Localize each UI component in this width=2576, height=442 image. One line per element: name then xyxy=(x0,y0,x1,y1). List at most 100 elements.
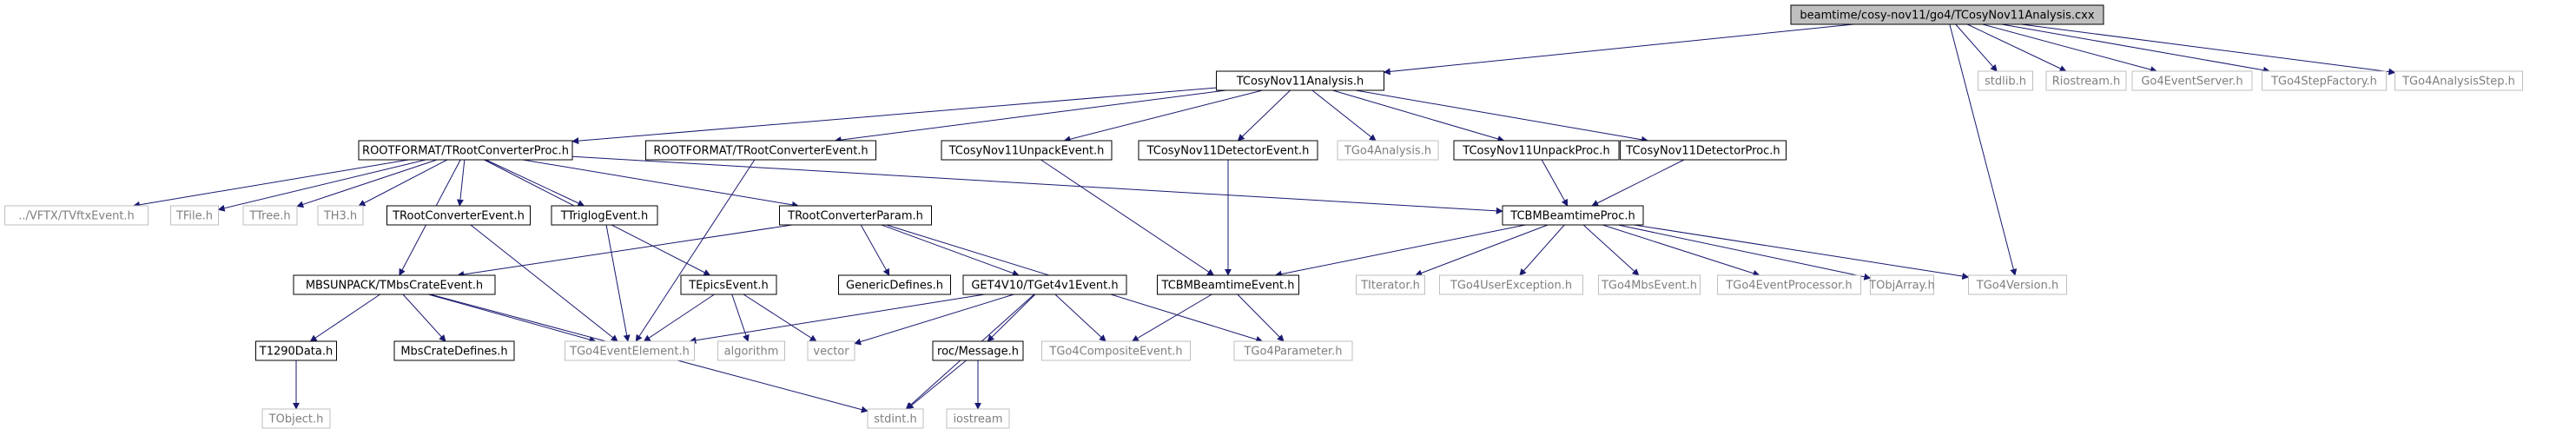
node-box xyxy=(1233,340,1353,361)
node-iostream: iostream xyxy=(946,408,1010,429)
node-detevent[interactable]: TCosyNov11DetectorEvent.h xyxy=(1138,140,1318,161)
node-label: vector xyxy=(813,346,849,359)
edge-ana_h-to-unpackproc xyxy=(1332,89,1505,142)
edge-unpackproc-to-bmproc xyxy=(1541,159,1569,207)
node-label: TObjArray.h xyxy=(1868,280,1935,293)
node-anastep: TGo4AnalysisStep.h xyxy=(2394,70,2523,91)
node-bmevent[interactable]: TCBMBeamtimeEvent.h xyxy=(1157,274,1299,295)
edge-root-to-stepfactory xyxy=(2001,23,2270,74)
edge-epics-to-evelement xyxy=(643,294,715,342)
edge-triglog-to-evelement xyxy=(605,224,631,342)
node-box xyxy=(1717,274,1861,295)
node-algorithm: algorithm xyxy=(717,340,785,361)
node-evelement: TGo4EventElement.h xyxy=(565,340,695,361)
node-box xyxy=(358,140,573,161)
node-label: ../VFTX/TVftxEvent.h xyxy=(18,210,135,223)
node-box xyxy=(680,274,777,295)
node-parameter: TGo4Parameter.h xyxy=(1233,340,1353,361)
edge-convparam-to-get4 xyxy=(881,224,1020,277)
edge-convproc-to-ttree xyxy=(296,159,438,208)
edge-root-to-go4version xyxy=(1949,23,2018,276)
node-label: TCBMBeamtimeProc.h xyxy=(1509,210,1635,223)
node-unpackevent[interactable]: TCosyNov11UnpackEvent.h xyxy=(941,140,1113,161)
edge-ana_h-to-convevent xyxy=(834,89,1226,144)
node-box xyxy=(551,205,658,226)
node-stdint: stdint.h xyxy=(867,408,924,429)
node-go4analysis: TGo4Analysis.h xyxy=(1337,140,1439,161)
node-box xyxy=(838,274,951,295)
node-label: MBSUNPACK/TMbsCrateEvent.h xyxy=(306,280,483,293)
node-label: roc/Message.h xyxy=(937,346,1019,359)
node-convevent[interactable]: ROOTFORMAT/TRootConverterEvent.h xyxy=(645,140,876,161)
edge-convproc-to-convevent2 xyxy=(456,159,466,207)
node-label: iostream xyxy=(953,413,1002,426)
node-label: TGo4Parameter.h xyxy=(1243,346,1342,359)
node-box xyxy=(170,205,219,226)
node-label: TRootConverterEvent.h xyxy=(392,210,525,223)
node-box xyxy=(2262,70,2387,91)
node-box xyxy=(717,340,785,361)
node-triglog[interactable]: TTriglogEvent.h xyxy=(551,205,658,226)
node-box xyxy=(1041,340,1191,361)
node-box xyxy=(317,205,364,226)
node-label: TIterator.h xyxy=(1360,280,1420,293)
node-tobjarray: TObjArray.h xyxy=(1868,274,1935,295)
node-evproc: TGo4EventProcessor.h xyxy=(1717,274,1861,295)
node-go4version: TGo4Version.h xyxy=(1968,274,2067,295)
edge-bmproc-to-bmevent xyxy=(1274,224,1526,278)
edge-get4-to-message xyxy=(987,294,1036,342)
node-unpackproc[interactable]: TCosyNov11UnpackProc.h xyxy=(1453,140,1620,161)
node-box xyxy=(1216,70,1384,91)
node-label: TGo4MbsEvent.h xyxy=(1601,280,1697,293)
node-vftx: ../VFTX/TVftxEvent.h xyxy=(4,205,149,226)
node-label: GET4V10/TGet4v1Event.h xyxy=(971,280,1118,293)
edge-root-to-anastep xyxy=(2021,23,2396,76)
node-ana_h[interactable]: TCosyNov11Analysis.h xyxy=(1216,70,1384,91)
node-box xyxy=(1439,274,1583,295)
node-convevent2[interactable]: TRootConverterEvent.h xyxy=(386,205,531,226)
node-generic[interactable]: GenericDefines.h xyxy=(838,274,951,295)
node-label: TGo4CompositeEvent.h xyxy=(1048,346,1182,359)
node-get4[interactable]: GET4V10/TGet4v1Event.h xyxy=(962,274,1127,295)
node-convproc[interactable]: ROOTFORMAT/TRootConverterProc.h xyxy=(358,140,573,161)
node-label: TRootConverterParam.h xyxy=(787,210,923,223)
node-mbsevent: TGo4MbsEvent.h xyxy=(1598,274,1701,295)
node-mbscrate[interactable]: MBSUNPACK/TMbsCrateEvent.h xyxy=(293,274,496,295)
edge-ana_h-to-detproc xyxy=(1355,89,1648,143)
edge-convproc-to-triglog xyxy=(485,159,585,207)
edge-ana_h-to-go4analysis xyxy=(1311,89,1377,142)
edge-bmproc-to-tobjarray xyxy=(1618,224,1872,280)
edge-mbscrate-to-mbsdefines xyxy=(402,294,446,342)
node-label: TGo4UserException.h xyxy=(1450,280,1572,293)
node-t1290[interactable]: T1290Data.h xyxy=(255,340,337,361)
node-message[interactable]: roc/Message.h xyxy=(932,340,1024,361)
node-root[interactable]: beamtime/cosy-nov11/go4/TCosyNov11Analys… xyxy=(1790,4,2104,25)
node-box xyxy=(941,140,1113,161)
node-box xyxy=(645,140,876,161)
node-label: TObject.h xyxy=(268,413,324,426)
edge-convproc-to-tfile xyxy=(217,159,426,212)
node-label: algorithm xyxy=(724,346,779,359)
edge-convparam-to-mbscrate xyxy=(457,224,793,278)
node-mbsdefines[interactable]: MbsCrateDefines.h xyxy=(393,340,515,361)
node-convparam[interactable]: TRootConverterParam.h xyxy=(779,205,932,226)
node-label: TEpicsEvent.h xyxy=(688,280,769,293)
node-box xyxy=(1978,70,2033,91)
node-th3: TH3.h xyxy=(317,205,364,226)
node-label: TCosyNov11UnpackEvent.h xyxy=(948,145,1105,158)
node-riostream: Riostream.h xyxy=(2045,70,2127,91)
node-label: TGo4StepFactory.h xyxy=(2270,76,2377,89)
node-box xyxy=(4,205,149,226)
node-detproc[interactable]: TCosyNov11DetectorProc.h xyxy=(1620,140,1787,161)
edge-mbscrate-to-t1290 xyxy=(309,294,380,342)
node-label: TCBMBeamtimeEvent.h xyxy=(1161,280,1295,293)
edge-bmproc-to-evproc xyxy=(1602,224,1760,277)
edge-bmproc-to-titerator xyxy=(1415,224,1549,277)
node-label: ROOTFORMAT/TRootConverterEvent.h xyxy=(653,145,868,158)
node-epics[interactable]: TEpicsEvent.h xyxy=(680,274,777,295)
node-stdlib: stdlib.h xyxy=(1978,70,2033,91)
node-box xyxy=(242,205,298,226)
node-box xyxy=(255,340,337,361)
node-bmproc[interactable]: TCBMBeamtimeProc.h xyxy=(1502,205,1644,226)
node-box xyxy=(386,205,531,226)
